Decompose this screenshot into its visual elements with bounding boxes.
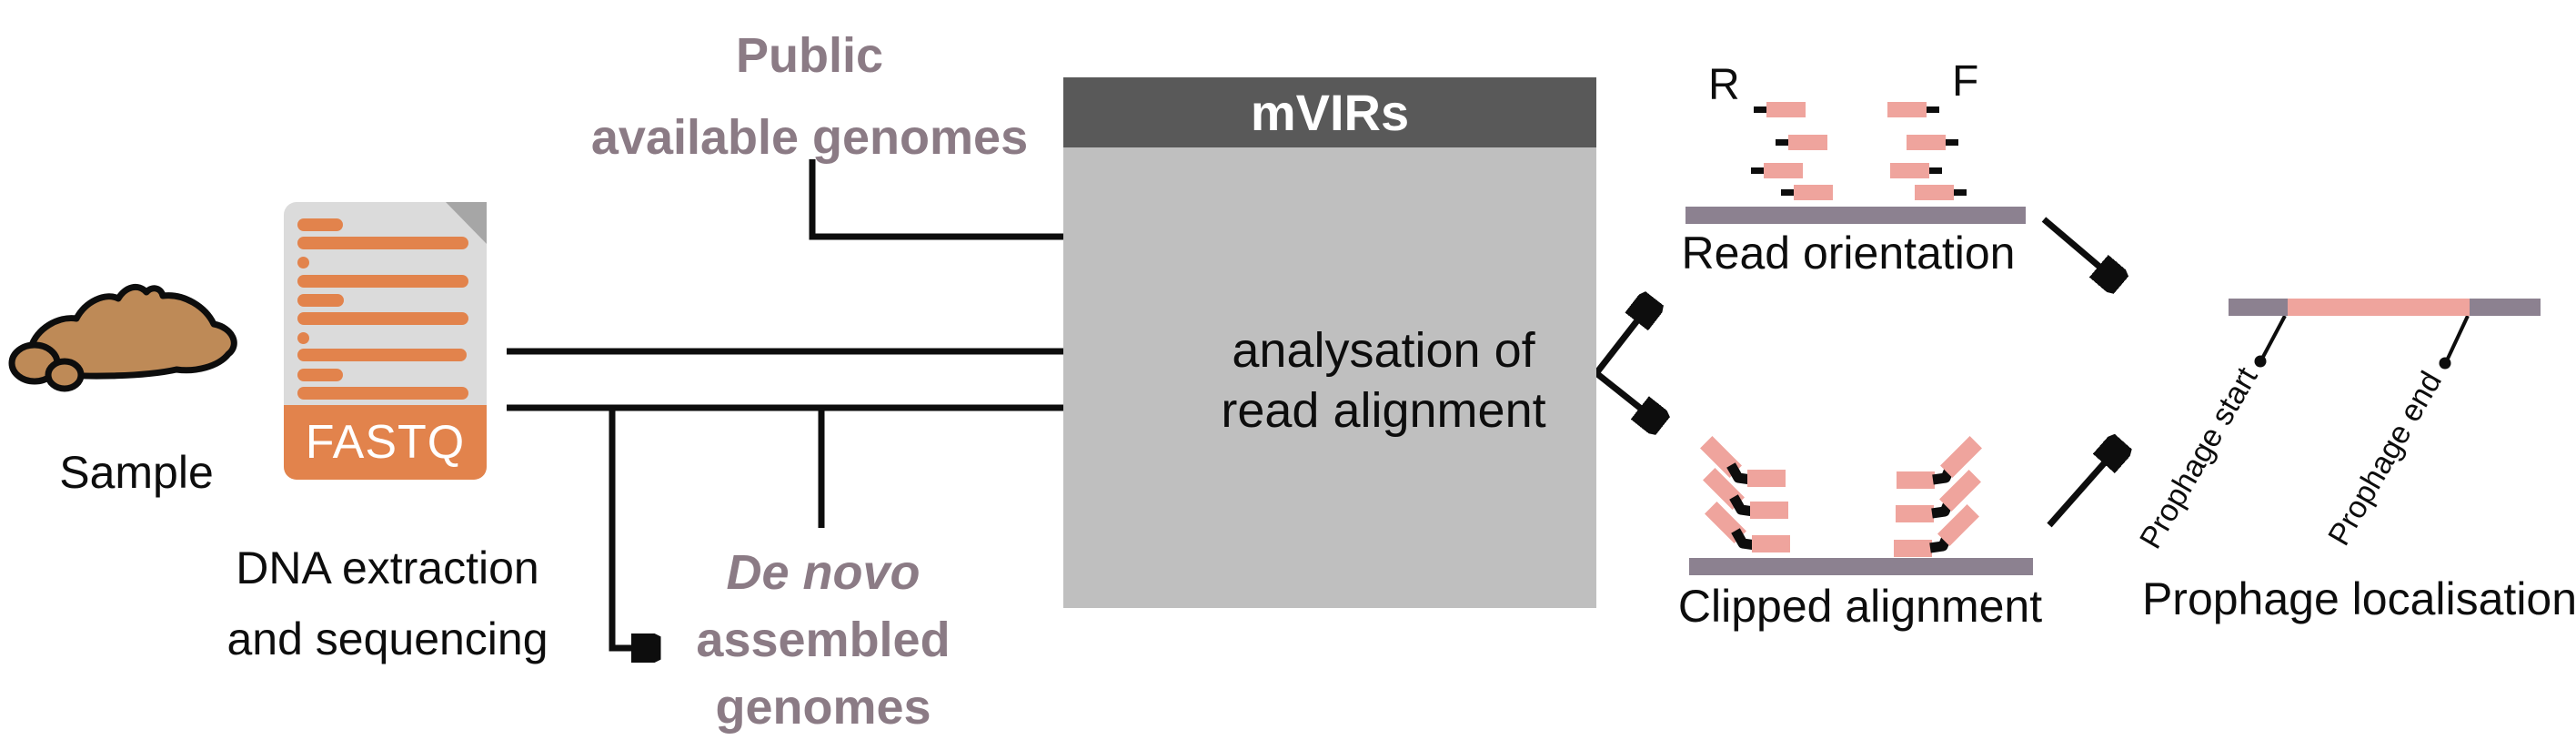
prophage-segment [2288,299,2470,316]
reverse-read-label: R [1708,61,1740,109]
read-orientation-reference-bar [1685,207,2026,224]
read-tick [1754,106,1766,113]
callout-dot-prophage-start [2254,355,2267,368]
doc-text-line [297,349,467,361]
callout-line-prophage-start [2261,315,2287,358]
dna-extraction-line2: and sequencing [226,613,548,664]
read-tick [1946,139,1958,146]
fastq-file-icon: FASTQ [284,202,487,480]
read-tick [1929,167,1942,174]
forward-read [1907,135,1958,150]
read-orientation-caption: Read orientation [1681,228,2016,279]
dna-extraction-line1: DNA extraction [236,542,539,593]
analysation-line2: read alignment [1221,383,1546,438]
read-fragment [1890,163,1929,178]
read-tick [1776,139,1788,146]
genome-segment [2229,299,2288,316]
prophage-start-label: Prophage start [2133,361,2265,555]
clipped-read-pair-right [1896,470,1981,522]
read-tick [1954,189,1967,196]
read-tick [1781,189,1794,196]
forward-read [1890,163,1942,178]
soil-sample-icon [8,283,237,392]
arrow-clipped-to-prophage [2047,446,2119,528]
read-tick [1751,167,1764,174]
read-fragment [1766,102,1806,117]
clipped-read-pair-left [1700,436,1786,487]
clipped-alignment-caption: Clipped alignment [1677,581,2043,632]
denovo-line1: De novo [726,545,921,600]
doc-text-line [297,275,468,288]
read-fragment [1915,185,1954,200]
callout-dot-prophage-end [2439,357,2451,370]
reverse-read [1781,185,1833,200]
mvirs-header: mVIRs [1063,77,1596,147]
doc-text-line [297,294,344,307]
mvirs-tool-box: mVIRs [1063,77,1596,608]
public-genomes-line2: available genomes [590,110,1029,165]
forward-read [1887,102,1939,117]
prophage-end-label: Prophage end [2321,365,2450,552]
clipped-read-pair-left [1705,502,1790,552]
analysation-step-label: analysation of read alignment [1174,320,1593,441]
doc-text-line [297,237,468,249]
read-fragment [1788,135,1827,150]
reverse-read [1776,135,1827,150]
denovo-genomes-label: De novo assembled genomes [641,539,1005,741]
doc-text-line [297,218,343,231]
arrow-to-clipped-alignment [1594,370,1658,422]
arrow-to-read-orientation [1594,303,1651,376]
clipped-read-pair-right [1894,504,1979,557]
doc-text-dot [297,257,309,269]
clipped-alignment-reference-bar [1689,558,2033,575]
genome-segment [2470,299,2541,316]
fastq-footer: FASTQ [284,405,487,480]
doc-text-line [297,387,468,400]
read-fragment [1764,163,1803,178]
callout-line-prophage-end [2446,315,2470,360]
analysation-line1: analysation of [1232,323,1535,378]
sample-label: Sample [59,447,214,498]
clipped-read-pair-right [1897,436,1982,489]
denovo-line3: genomes [715,680,931,735]
clipped-read-pair-left [1703,468,1788,519]
reverse-read [1754,102,1806,117]
doc-text-dot [297,332,309,344]
read-fragment [1794,185,1833,200]
doc-text-line [297,369,343,381]
forward-read-label: F [1952,57,1979,106]
doc-text-line [297,312,468,325]
mvirs-title: mVIRs [1250,84,1410,141]
forward-read [1915,185,1967,200]
read-fragment [1887,102,1927,117]
denovo-line2: assembled [696,613,951,667]
dna-extraction-caption: DNA extraction and sequencing [165,532,610,674]
prophage-region-bar [2229,299,2541,316]
prophage-localisation-caption: Prophage localisation [2141,573,2576,624]
read-tick [1927,106,1939,113]
public-genomes-label: Public available genomes [564,15,1055,178]
public-genomes-line1: Public [735,28,884,83]
read-fragment [1907,135,1946,150]
fastq-label: FASTQ [305,416,466,469]
arrow-read-orientation-to-prophage [2041,217,2117,281]
reverse-read [1751,163,1803,178]
